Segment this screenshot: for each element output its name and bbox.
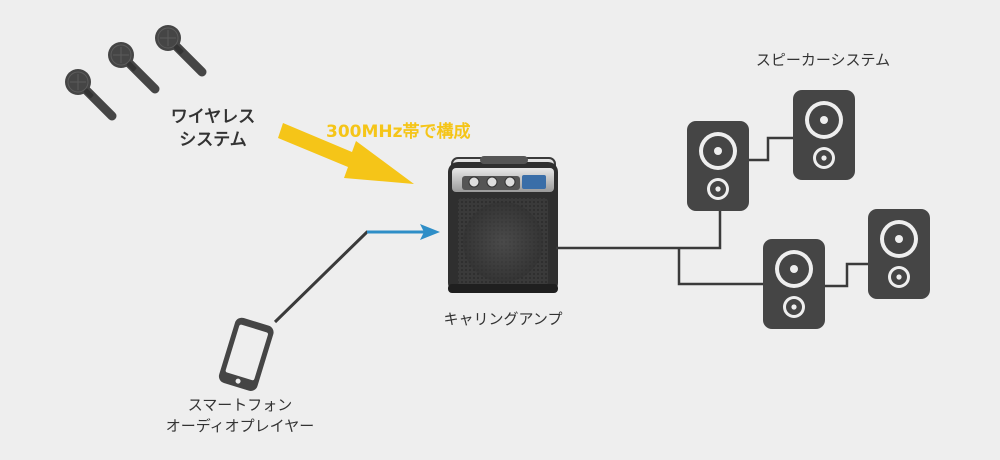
amp-label: キャリングアンプ — [443, 310, 563, 328]
speaker-cable — [556, 136, 868, 288]
amplifier-icon — [448, 156, 558, 293]
wireless-label-line2: システム — [179, 130, 247, 150]
wireless-label-line1: ワイヤレス — [170, 107, 256, 127]
audio-cable-arrow — [273, 224, 440, 324]
phone-label-line1: スマートフォン — [187, 396, 293, 414]
wireless-signal-arrow — [278, 123, 414, 184]
speaker-icon — [793, 90, 855, 180]
speaker-icon — [868, 209, 930, 299]
speaker-icon — [763, 239, 825, 329]
microphone-icon — [155, 25, 202, 72]
frequency-note: 300MHz帯で構成 — [326, 122, 471, 142]
speaker-icon — [687, 121, 749, 211]
phone-label-line2: オーディオプレイヤー — [165, 417, 315, 435]
microphone-icon — [65, 69, 112, 116]
speaker-system-label: スピーカーシステム — [755, 51, 891, 69]
microphone-icon — [108, 42, 155, 89]
wireless-system-label: ワイヤレス システム — [158, 106, 268, 152]
phone-label: スマートフォン オーディオプレイヤー — [140, 395, 340, 437]
smartphone-icon — [218, 317, 274, 391]
